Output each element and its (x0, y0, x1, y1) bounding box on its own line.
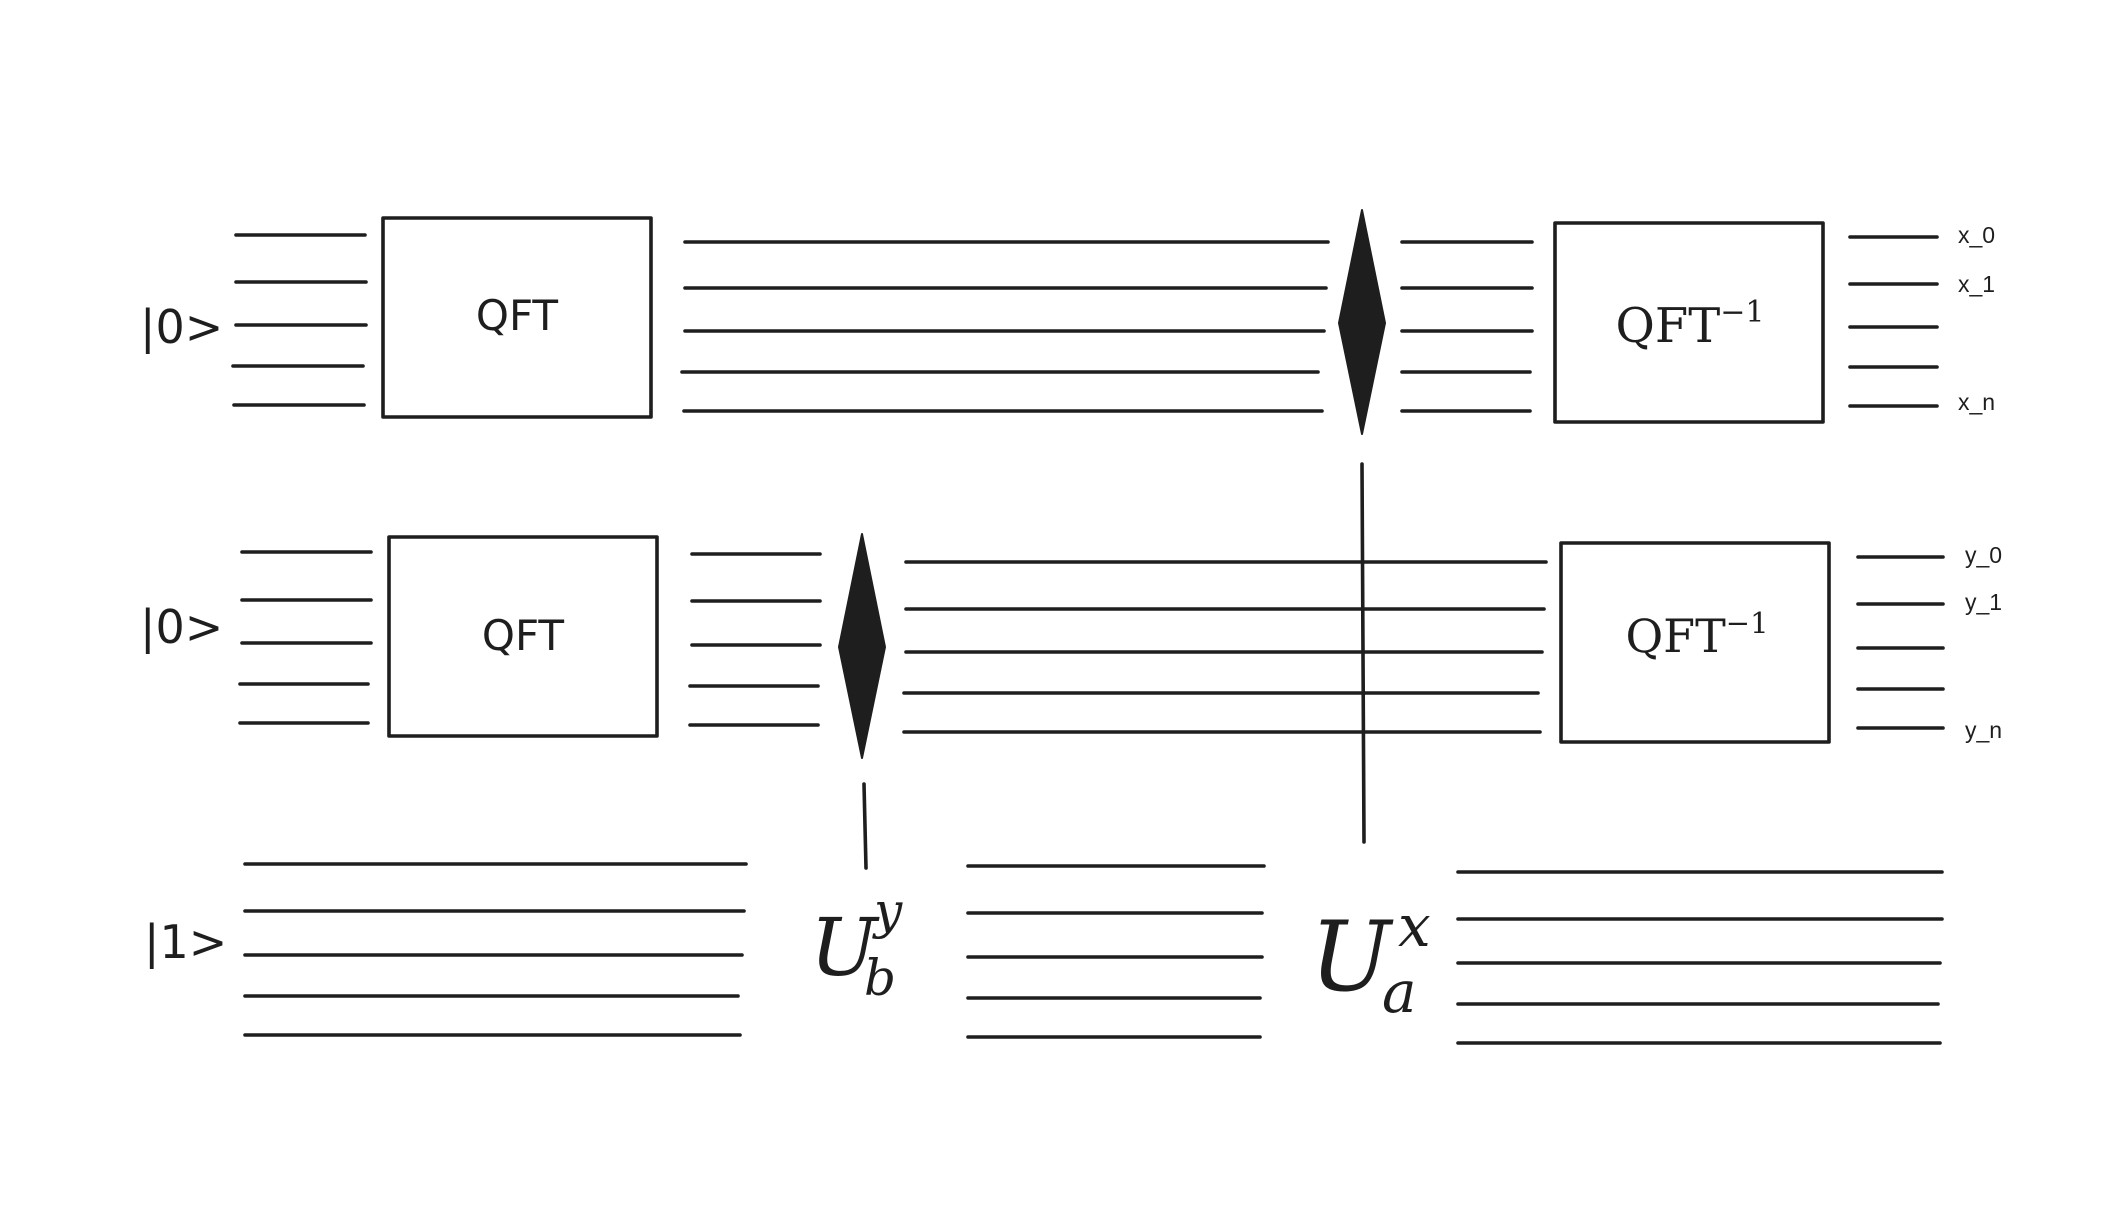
output-label-x1: x_1 (1958, 271, 1995, 297)
output-label-y0: y_0 (1965, 542, 2002, 568)
ub-label: U (810, 901, 880, 994)
anc-middle-wires (966, 864, 1266, 1039)
register-y: |0> QFT QFT−1 (140, 533, 2002, 759)
ub-gate: U y b (810, 882, 903, 1007)
ua-target-diamond (1338, 209, 1386, 435)
y-pre-ub-wires (688, 552, 822, 727)
output-label-y1: y_1 (1965, 589, 2002, 615)
y-input-wires (238, 550, 373, 725)
iqft-gate-x: QFT−1 (1553, 221, 1825, 424)
ua-subscript: a (1382, 958, 1417, 1026)
iqft-box-y (1559, 541, 1831, 744)
y-output-wires (1856, 555, 1945, 730)
ua-label: U (1310, 901, 1394, 1013)
qft-gate-y: QFT (387, 535, 659, 738)
ket-ancilla: |1> (144, 915, 227, 970)
ub-subscript: b (864, 949, 896, 1007)
ket-y: |0> (140, 600, 223, 655)
ket-x: |0> (140, 300, 223, 355)
register-x: |0> QFT QFT−1 (140, 209, 1995, 435)
output-label-yn: y_n (1965, 717, 2002, 743)
qft-box-x (381, 216, 653, 419)
x-output-wires (1848, 235, 1939, 408)
iqft-box-x (1553, 221, 1825, 424)
qft-label-y: QFT (482, 611, 564, 660)
x-input-wires (231, 233, 368, 407)
qft-box-y (387, 535, 659, 738)
ub-target-diamond (838, 533, 886, 759)
ua-control-line (1360, 462, 1366, 844)
ua-superscript: x (1398, 892, 1431, 960)
anc-input-wires (243, 862, 748, 1037)
register-ancilla: |1> U y b U x a (144, 862, 1944, 1045)
output-label-xn: x_n (1958, 389, 1995, 415)
qft-label-x: QFT (476, 291, 558, 340)
anc-output-wires (1456, 870, 1944, 1045)
iqft-label-y: QFT−1 (1625, 606, 1768, 663)
ua-gate: U x a (1310, 892, 1431, 1026)
x-post-ua-wires (1400, 240, 1534, 413)
output-label-x0: x_0 (1958, 222, 1995, 248)
ub-control-line (862, 782, 868, 870)
iqft-gate-y: QFT−1 (1559, 541, 1831, 744)
qft-gate-x: QFT (381, 216, 653, 419)
y-middle-wires (902, 560, 1548, 734)
iqft-label-x: QFT−1 (1616, 295, 1765, 354)
x-middle-wires (680, 240, 1330, 413)
ub-superscript: y (872, 882, 903, 940)
